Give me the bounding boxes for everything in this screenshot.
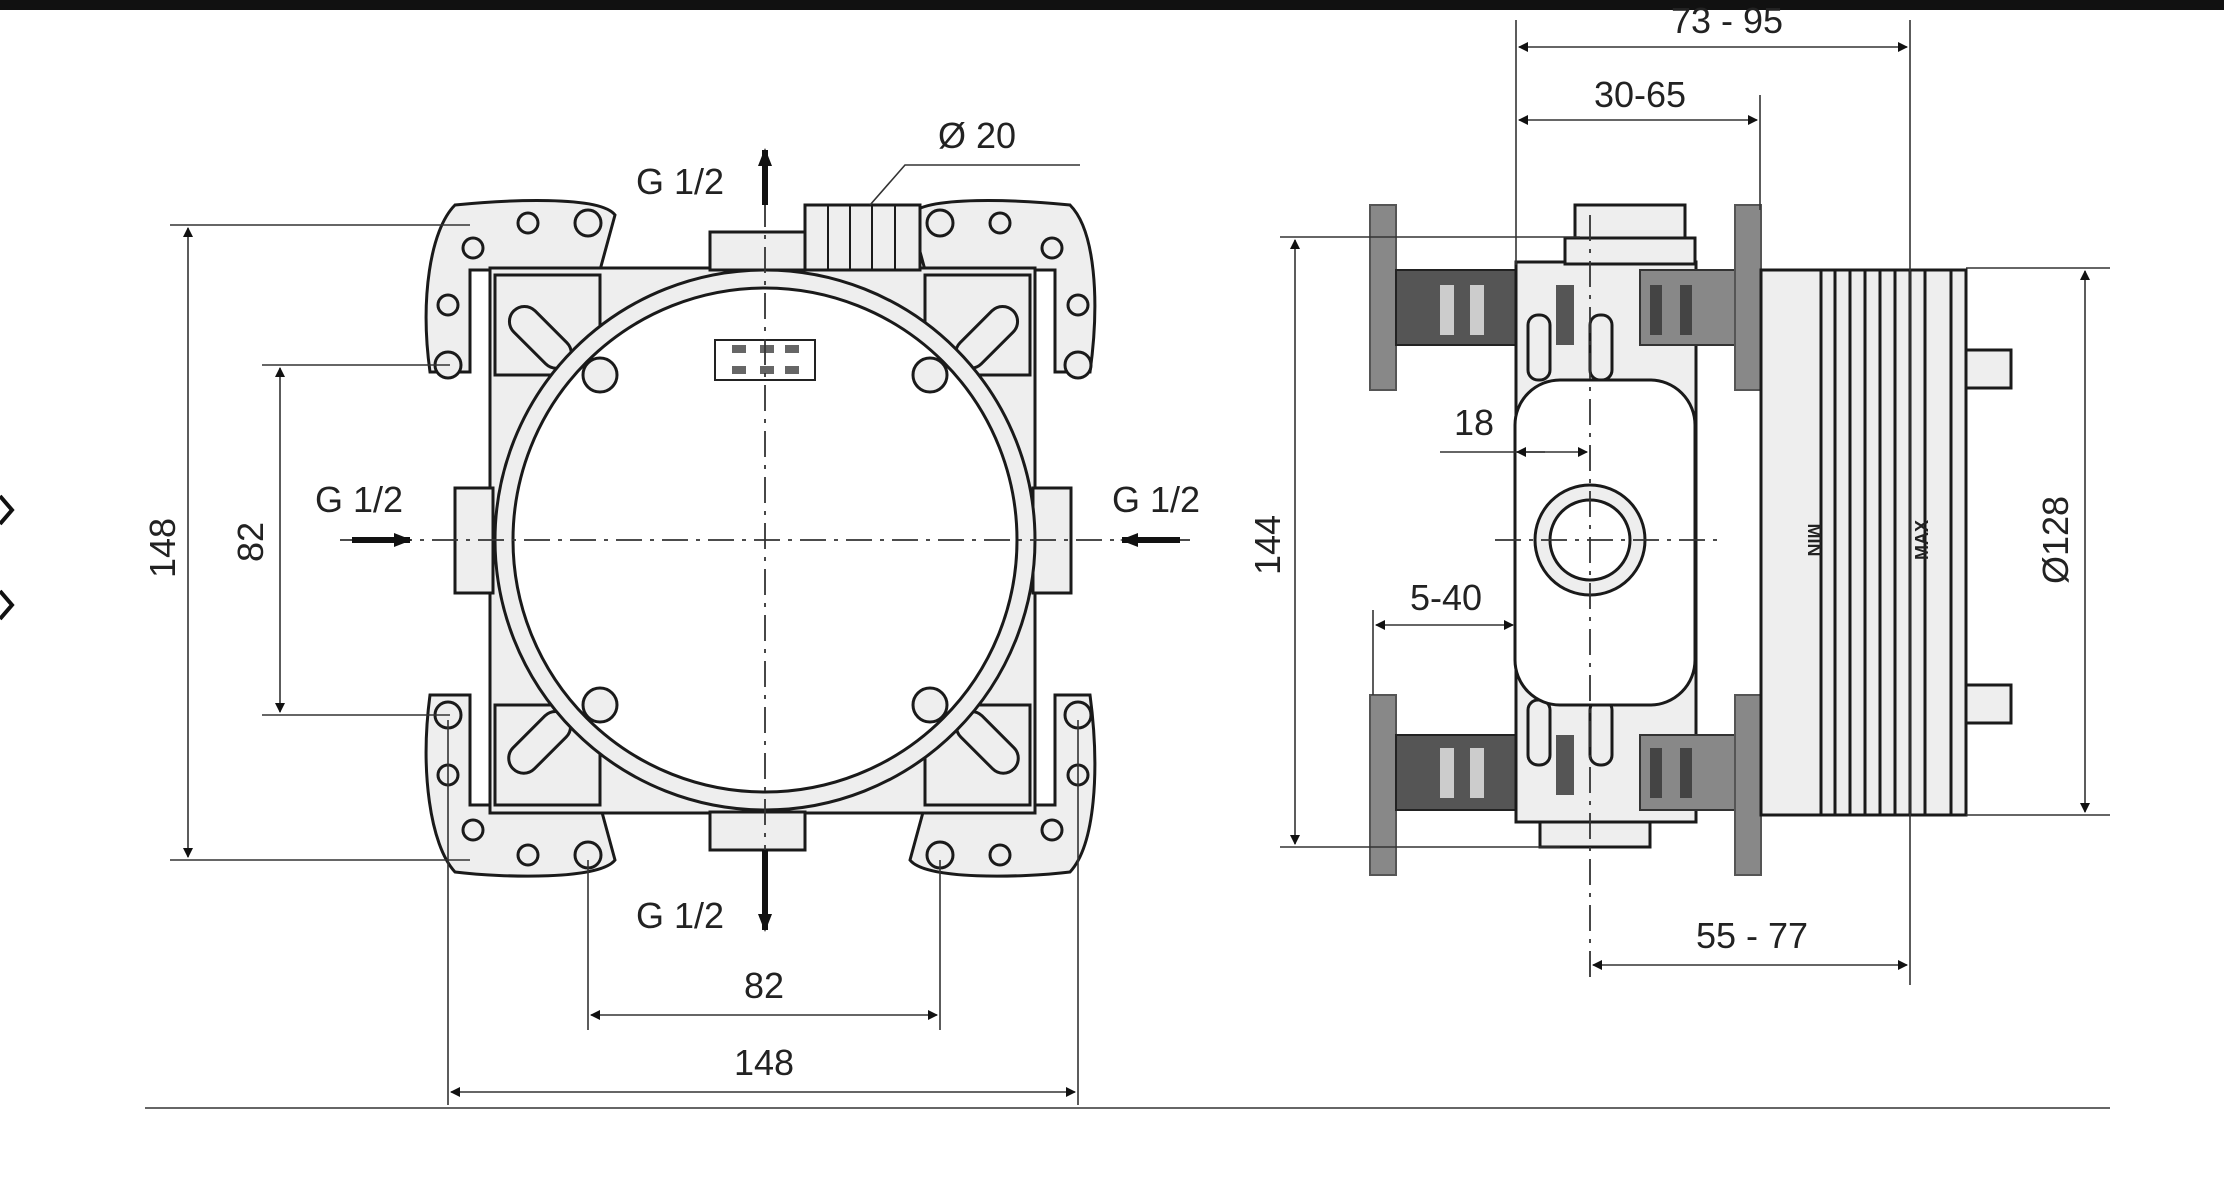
front-width-outer-label: 148 <box>734 1042 794 1083</box>
flange-top-left <box>1369 204 1397 391</box>
bracket-holes <box>433 208 1093 870</box>
prev-chevron-icon[interactable] <box>0 490 20 530</box>
g-bottom-label: G 1/2 <box>636 895 724 936</box>
housing-ribbed <box>1819 268 1953 817</box>
side-dim-5-40-label: 5-40 <box>1410 577 1482 618</box>
side-bottom-range-label: 55 - 77 <box>1696 915 1808 956</box>
g-right-label: G 1/2 <box>1112 479 1200 520</box>
side-dim-18-label: 18 <box>1454 402 1494 443</box>
flange-bottom-right <box>1734 694 1762 876</box>
port-top <box>708 230 807 272</box>
side-diameter-label: Ø128 <box>2035 496 2076 584</box>
front-width-inner-label: 82 <box>744 965 784 1006</box>
g-top-label: G 1/2 <box>636 161 724 202</box>
flange-bottom-left <box>1369 694 1397 876</box>
pin-top <box>1964 348 2013 390</box>
side-depth-range-label: 30-65 <box>1594 74 1686 115</box>
side-top-cap <box>1573 203 1687 240</box>
side-height-label: 144 <box>1247 515 1288 575</box>
pin-bottom <box>1964 683 2013 725</box>
min-mark: MIN <box>1804 524 1824 557</box>
g-left-label: G 1/2 <box>315 479 403 520</box>
next-chevron-icon[interactable] <box>0 585 20 625</box>
dia-20-label: Ø 20 <box>938 115 1016 156</box>
side-top-range-label: 73 - 95 <box>1671 0 1783 41</box>
front-height-outer-label: 148 <box>142 518 183 578</box>
front-view: G 1/2 G 1/2 G 1/2 G 1/2 Ø 20 148 82 82 1… <box>142 115 1200 1105</box>
port-bottom <box>708 810 807 852</box>
flange-top-right <box>1734 204 1762 391</box>
max-mark: MAX <box>1912 520 1932 560</box>
side-view: MIN MAX <box>1247 0 2110 985</box>
front-height-inner-label: 82 <box>230 522 271 562</box>
top-bar <box>0 0 2224 10</box>
connector-20 <box>803 203 922 272</box>
